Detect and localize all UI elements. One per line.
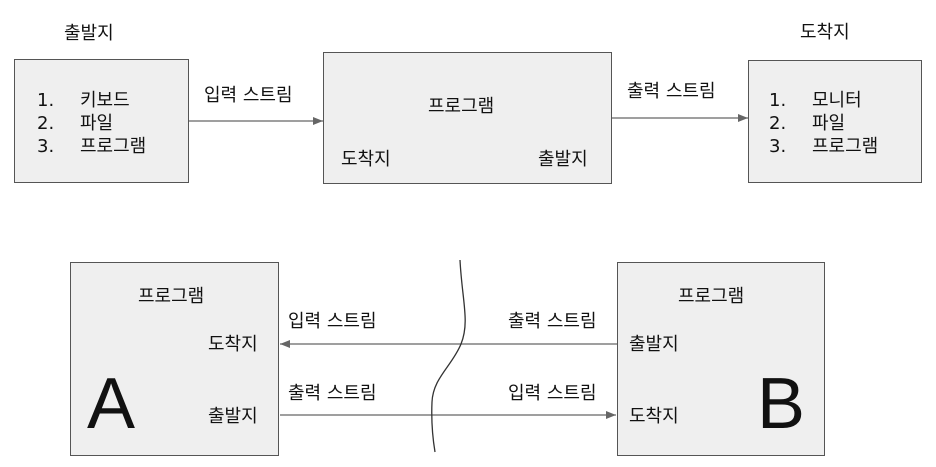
right-output-stream-label: 출력 스트림: [508, 311, 597, 332]
list-item: 1. 모니터: [769, 89, 878, 112]
list-item-number: 1.: [769, 90, 787, 111]
left-output-stream-label: 출력 스트림: [288, 383, 377, 404]
list-item-label: 파일: [812, 113, 846, 134]
list-item-label: 프로그램: [80, 136, 147, 157]
list-item: 2. 파일: [37, 112, 146, 135]
list-item-label: 파일: [80, 113, 114, 134]
input-stream-label: 입력 스트림: [204, 85, 293, 106]
program-b-destination-label: 도착지: [629, 406, 679, 427]
source-box: [14, 59, 189, 183]
list-item-label: 키보드: [80, 90, 130, 111]
list-item-label: 프로그램: [812, 136, 879, 157]
program-b-source-label: 출발지: [629, 334, 679, 355]
program-destination-label: 도착지: [341, 149, 391, 170]
source-list: 1. 키보드 2. 파일 3. 프로그램: [37, 89, 146, 158]
output-stream-label: 출력 스트림: [627, 81, 716, 102]
list-item: 3. 프로그램: [37, 135, 146, 158]
destination-title: 도착지: [800, 22, 850, 43]
program-a-title: 프로그램: [138, 286, 205, 307]
program-a-letter: A: [87, 364, 136, 444]
program-a-box: [70, 262, 279, 456]
list-item: 3. 프로그램: [769, 135, 878, 158]
program-b-title: 프로그램: [678, 286, 745, 307]
program-a-destination-label: 도착지: [208, 334, 258, 355]
source-title: 출발지: [64, 23, 114, 44]
program-title: 프로그램: [428, 96, 495, 117]
left-input-stream-label: 입력 스트림: [288, 311, 377, 332]
list-item-number: 2.: [37, 113, 55, 134]
destination-box: [748, 60, 922, 183]
program-box: [323, 52, 612, 184]
list-item-label: 모니터: [812, 90, 862, 111]
program-b-letter: B: [757, 364, 806, 444]
program-b-box: [617, 262, 825, 456]
list-item-number: 3.: [769, 136, 787, 157]
program-a-source-label: 출발지: [208, 406, 258, 427]
list-item-number: 1.: [37, 90, 55, 111]
list-item: 1. 키보드: [37, 89, 146, 112]
destination-list: 1. 모니터 2. 파일 3. 프로그램: [769, 89, 878, 158]
list-item: 2. 파일: [769, 112, 878, 135]
list-item-number: 3.: [37, 136, 55, 157]
network-divider-curve: [431, 259, 466, 453]
program-source-label: 출발지: [538, 149, 588, 170]
right-input-stream-label: 입력 스트림: [508, 383, 597, 404]
list-item-number: 2.: [769, 113, 787, 134]
